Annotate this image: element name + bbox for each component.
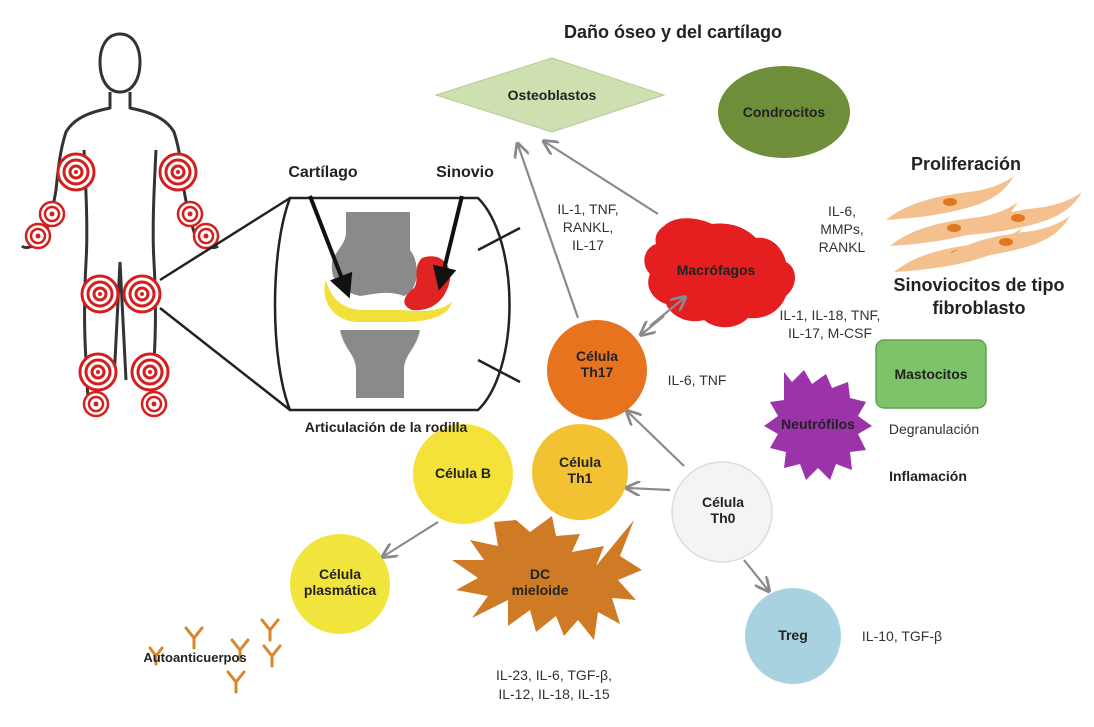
th17-cell [547, 320, 647, 420]
proliferation-label: Proliferación [910, 154, 1022, 174]
th0-cell [671, 461, 773, 563]
th1-label-line2: Th1 [567, 470, 593, 487]
cytokine-line: RANKL, [562, 219, 614, 236]
th0-label-line2: Th0 [710, 510, 736, 527]
th1-cell [532, 424, 628, 520]
dendritic-cell [452, 516, 642, 640]
cytokine-line: RANKL [818, 239, 866, 256]
dc-label-line2: mieloide [511, 582, 569, 599]
th17-label-line2: Th17 [580, 364, 614, 381]
th1-label-line1: Célula [558, 454, 601, 470]
th1-label: Célula Th1 [540, 454, 620, 486]
neutrophil-label: Neutrófilos [781, 416, 855, 432]
cytokine-line: IL-23, IL-6, TGF-β, [496, 667, 612, 683]
cartilage-label: Cartílago [288, 164, 358, 181]
cytokine-line: IL-12, IL-18, IL-15 [498, 685, 610, 702]
mast-cell [875, 339, 987, 409]
antibody-icons [148, 618, 282, 694]
chondrocyte-cell [718, 66, 850, 158]
cytokine-line: IL-17, M-CSF [787, 325, 872, 342]
chondrocyte-label: Condrocitos [742, 104, 826, 120]
neutrophil-cell [764, 370, 872, 480]
fibroblast-cells [886, 176, 1082, 272]
osteoblast-diamond [434, 57, 666, 133]
cytokines-macrophage-fibroblast: IL-6, MMPs, RANKL [808, 202, 876, 257]
dc-label-line1: DC [529, 566, 551, 582]
th0-label: Célula Th0 [683, 494, 763, 526]
cytokines-dc: IL-23, IL-6, TGF-β, IL-12, IL-18, IL-15 [478, 666, 630, 704]
cytokines-th17-osteoblast: IL-1, TNF, RANKL, IL-17 [552, 200, 624, 255]
fibroblast-label-line2: fibroblasto [932, 297, 1026, 318]
fibroblast-label: Sinoviocitos de tipo fibroblasto [866, 274, 1092, 319]
pathway-arrows [384, 142, 768, 590]
degranulation-label: Degranulación [888, 421, 980, 437]
cytokine-line: IL-17 [572, 237, 604, 254]
macrophage-label: Macrófagos [676, 262, 756, 278]
treg-label: Treg [778, 627, 808, 643]
plasma-label-line2: plasmática [303, 582, 377, 599]
cytokines-th17: IL-6, TNF [667, 372, 727, 388]
autoantibodies-label: Autoanticuerpos [143, 650, 247, 665]
treg-cell [745, 588, 841, 684]
osteoblast-label: Osteoblastos [507, 87, 597, 103]
plasma-label-line1: Célula [318, 566, 361, 582]
synovium-label: Sinovio [436, 164, 494, 181]
bcell [413, 424, 513, 524]
bcell-label: Célula B [434, 465, 491, 481]
figure-title: Daño óseo y del cartílago [563, 22, 783, 42]
mast-cell-label: Mastocitos [894, 366, 968, 382]
plasma-cell [290, 534, 390, 634]
inflammation-label: Inflamación [889, 468, 967, 484]
cytokine-line: IL-6, [827, 203, 856, 219]
plasma-cell-label: Célula plasmática [290, 566, 390, 598]
cytokine-line: IL-1, TNF, [557, 201, 619, 217]
dc-label: DC mieloide [500, 566, 580, 598]
th0-label-line1: Célula [701, 494, 744, 510]
th17-label: Célula Th17 [557, 348, 637, 380]
cytokine-line: MMPs, [820, 221, 864, 238]
th17-label-line1: Célula [575, 348, 618, 364]
cytokine-line: IL-1, IL-18, TNF, [779, 307, 881, 323]
knee-joint-zoom [159, 195, 521, 412]
cytokines-treg: IL-10, TGF-β [861, 628, 943, 644]
fibroblast-label-line1: Sinoviocitos de tipo [893, 275, 1065, 295]
knee-joint-caption: Articulación de la rodilla [304, 419, 468, 435]
cytokines-macrophage-output: IL-1, IL-18, TNF, IL-17, M-CSF [766, 306, 894, 342]
